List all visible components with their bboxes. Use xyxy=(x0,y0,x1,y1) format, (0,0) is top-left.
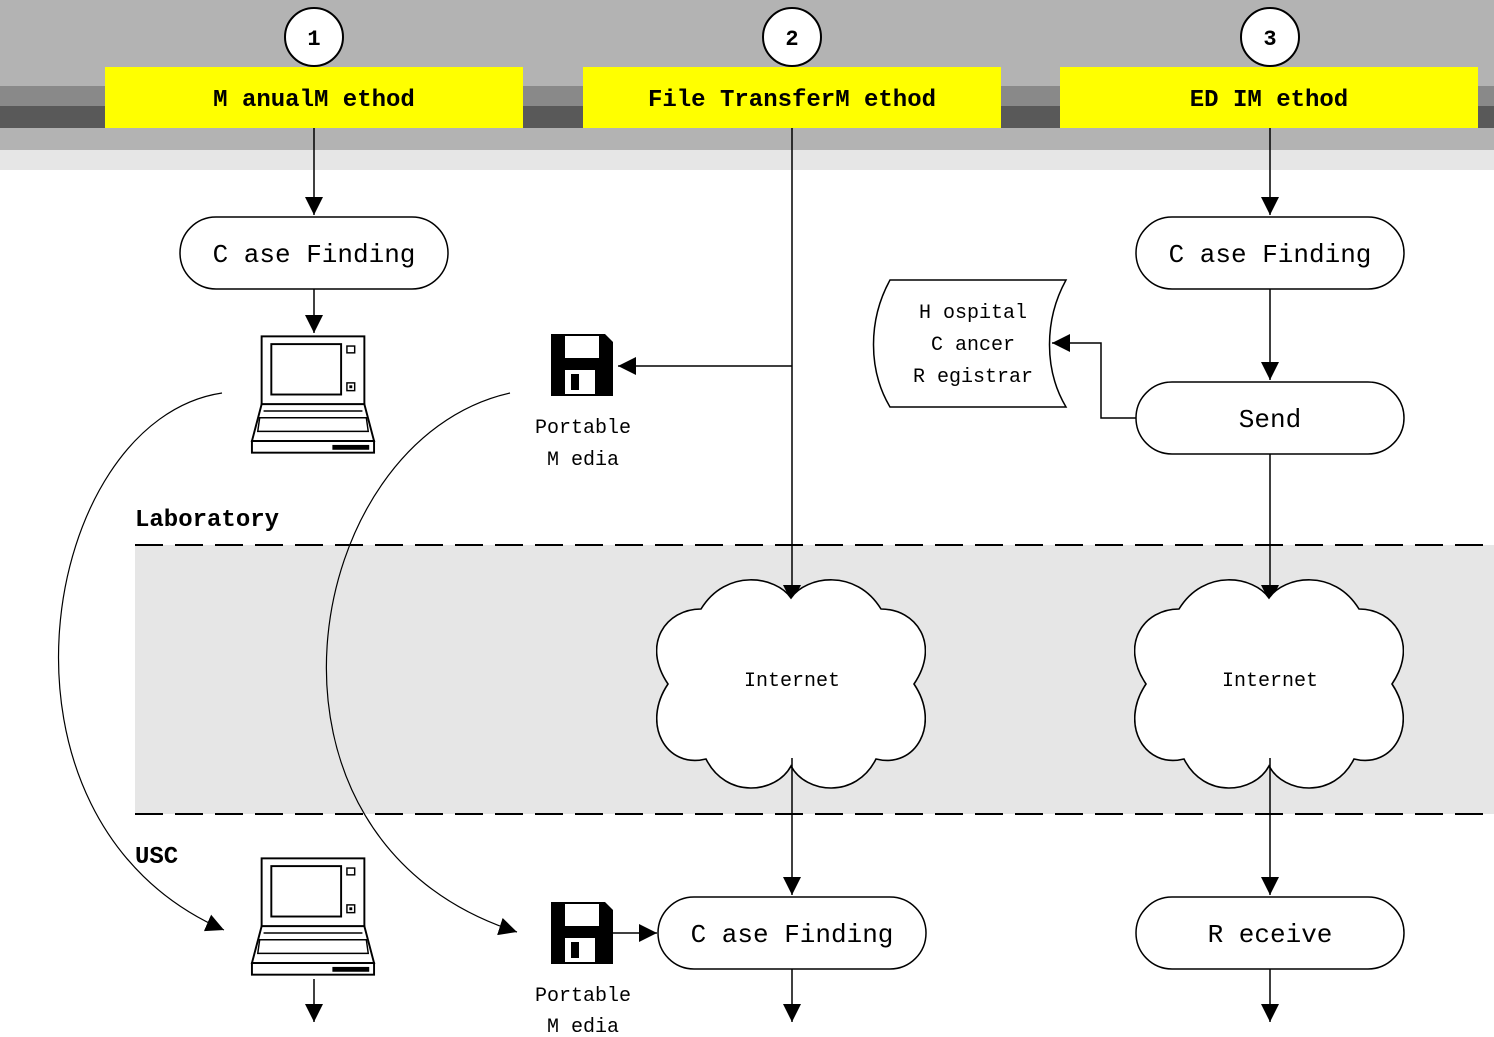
edi-method-title: ED IM ethod xyxy=(1190,87,1348,114)
file-transfer-case-finding-label: C ase Finding xyxy=(691,920,894,950)
manual-case-finding-label: C ase Finding xyxy=(213,240,416,270)
column-edi-method: ED IM ethod 3 xyxy=(1060,7,1478,128)
bottom-media-label-line2: M edia xyxy=(547,1016,619,1037)
laboratory-zone-label: Laboratory xyxy=(135,507,279,534)
registry-label-line2: C ancer xyxy=(931,334,1015,357)
hospital-registry-node xyxy=(872,279,1068,408)
bottom-media-label-line1: Portable xyxy=(535,985,631,1008)
file-transfer-internet-label: Internet xyxy=(744,670,840,693)
registry-label-line1: H ospital xyxy=(919,302,1027,325)
header-bar-light xyxy=(0,128,1494,150)
step-3-circle xyxy=(1240,7,1300,67)
step-2-number: 2 xyxy=(785,27,798,52)
edi-internet-label: Internet xyxy=(1222,670,1318,693)
send-to-registry-arrow xyxy=(1052,334,1136,419)
column-file-transfer-method: File TransferM ethod 2 xyxy=(583,7,1001,128)
edi-send-label: Send xyxy=(1239,405,1301,435)
manual-method-title: M anualM ethod xyxy=(213,87,415,114)
registry-label-line3: R egistrar xyxy=(913,366,1033,389)
header-bar-pale xyxy=(0,150,1494,170)
step-1-number: 1 xyxy=(307,27,320,52)
edi-method-label-box xyxy=(1060,67,1478,128)
laptop-computer-icon xyxy=(250,335,376,454)
laptop-computer-icon xyxy=(250,857,376,976)
top-media-label-line1: Portable xyxy=(535,417,631,440)
file-transfer-method-title: File TransferM ethod xyxy=(648,87,936,114)
top-media-label-line2: M edia xyxy=(547,449,619,472)
step-3-number: 3 xyxy=(1263,27,1276,52)
floppy-disk-icon xyxy=(551,334,613,396)
usc-zone-label: USC xyxy=(135,844,178,871)
step-1-circle xyxy=(284,7,344,67)
file-transfer-media-arc xyxy=(325,392,518,936)
step-2-circle xyxy=(762,7,822,67)
edi-case-finding-label: C ase Finding xyxy=(1169,240,1372,270)
file-transfer-method-label-box xyxy=(583,67,1001,128)
floppy-disk-icon xyxy=(551,902,613,964)
column-manual-method: M anualM ethod 1 xyxy=(105,7,523,128)
manual-transfer-arc xyxy=(57,392,225,932)
edi-receive-label: R eceive xyxy=(1208,920,1333,950)
manual-method-label-box xyxy=(105,67,523,128)
